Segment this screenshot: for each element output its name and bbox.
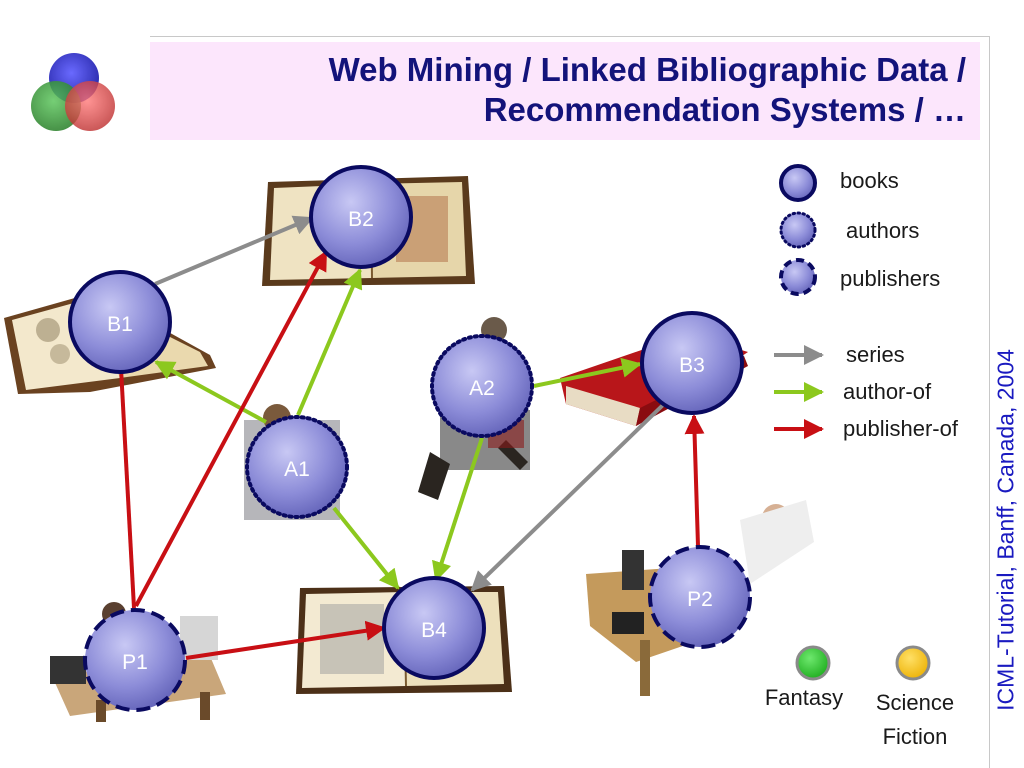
legend-publishers-swatch: [779, 258, 817, 296]
side-caption: ICML-Tutorial, Banff, Canada, 2004: [992, 349, 1019, 711]
edge-series-b1-b2: [154, 215, 314, 286]
title-line-1: Web Mining / Linked Bibliographic Data /: [328, 51, 966, 88]
genre-science-fiction: Science Fiction: [876, 645, 954, 749]
node-b1-label: B1: [107, 313, 133, 336]
node-a1: A1: [245, 415, 349, 519]
legend-authors-label: authors: [846, 218, 919, 243]
legend-author-of-label: author-of: [843, 379, 932, 404]
edge-publisher-p1-b4: [185, 620, 386, 660]
edge-author-a2-b3: [533, 357, 642, 388]
science-fiction-dot-icon: [895, 645, 931, 681]
slide-title: Web Mining / Linked Bibliographic Data /…: [150, 42, 980, 140]
fantasy-label: Fantasy: [765, 685, 843, 710]
node-b3: B3: [640, 311, 744, 415]
legend-series-label: series: [846, 342, 905, 367]
edge-publisher-p1-b1: [110, 348, 136, 609]
edge-author-a1-b1: [154, 360, 267, 424]
frame-right-line: [989, 36, 990, 768]
node-b2-label: B2: [348, 208, 374, 231]
node-a2: A2: [430, 334, 534, 438]
edge-series-b3-b4: [470, 402, 666, 592]
node-b4: B4: [382, 576, 486, 680]
legend-publisher-of-label: publisher-of: [843, 416, 959, 441]
node-p2-label: P2: [687, 588, 713, 611]
science-fiction-label-line1: Science: [876, 690, 954, 715]
node-p2: P2: [648, 545, 752, 649]
legend-edge-types: series author-of publisher-of: [774, 342, 959, 441]
edge-author-a1-b4: [332, 506, 400, 590]
node-a2-label: A2: [469, 377, 495, 400]
legend-books-swatch: [779, 164, 817, 202]
science-fiction-label-line2: Fiction: [883, 724, 948, 749]
node-b3-label: B3: [679, 354, 705, 377]
edge-publisher-p2-b3: [684, 414, 705, 547]
node-b1: B1: [68, 270, 172, 374]
legend-authors-swatch: [779, 211, 817, 249]
edge-author-a1-b2: [296, 268, 363, 416]
legend-publishers-label: publishers: [840, 266, 940, 291]
genre-fantasy: Fantasy: [765, 645, 843, 710]
node-b2: B2: [309, 165, 413, 269]
edge-publisher-p1-b2: [134, 250, 328, 607]
node-p1-label: P1: [122, 651, 148, 674]
edge-author-a2-b4: [432, 437, 484, 582]
three-circles-logo-icon: [31, 53, 115, 131]
frame-top-line: [150, 36, 990, 37]
node-b4-label: B4: [421, 619, 447, 642]
legend-node-types: books authors publishers: [779, 164, 940, 296]
title-line-2: Recommendation Systems / …: [483, 91, 966, 128]
node-a1-label: A1: [284, 458, 310, 481]
fantasy-dot-icon: [795, 645, 831, 681]
node-p1: P1: [83, 608, 187, 712]
legend-books-label: books: [840, 168, 899, 193]
